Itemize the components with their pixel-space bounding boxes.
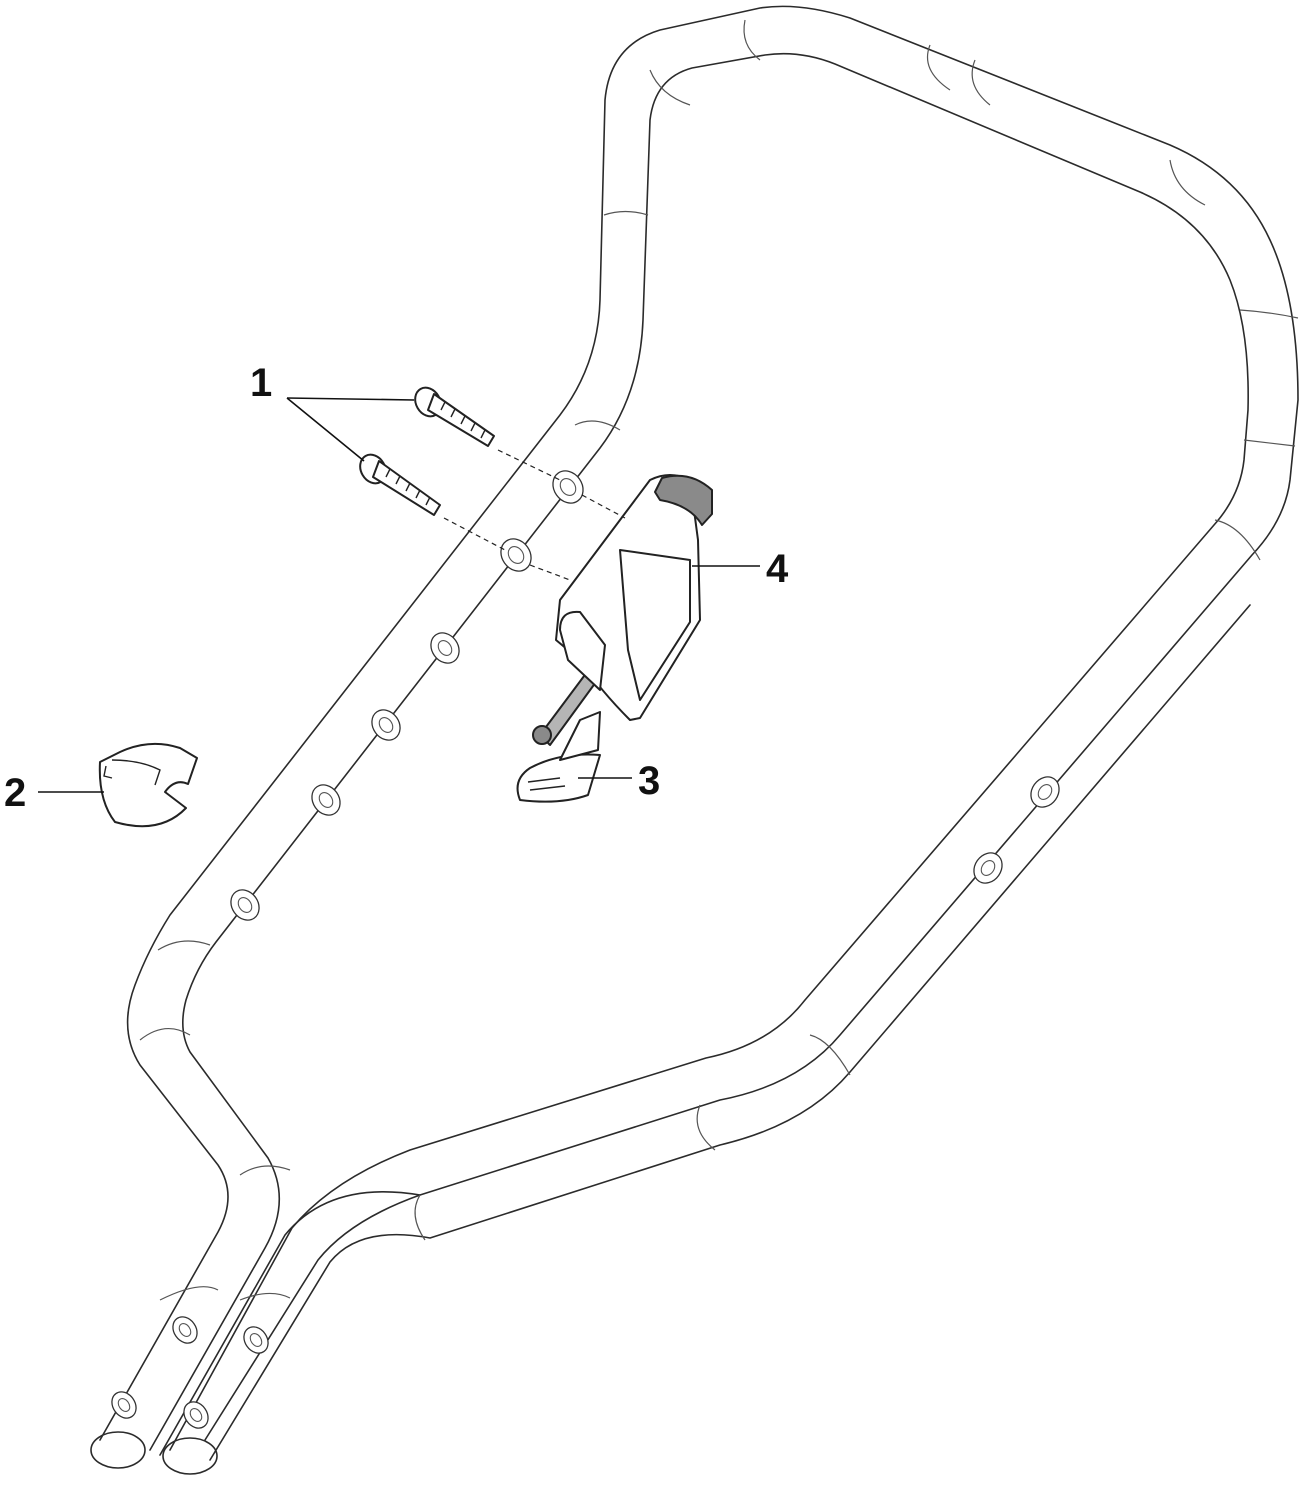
part-1-screws <box>359 386 561 551</box>
screw-lower <box>359 453 441 516</box>
hole <box>230 889 260 921</box>
hole <box>371 709 401 741</box>
hole <box>111 1391 137 1419</box>
handlebar-right-leg <box>159 1191 421 1456</box>
tube-end-left <box>90 1431 146 1469</box>
screw-upper-guide <box>497 449 561 481</box>
hole <box>1030 776 1060 808</box>
hole <box>430 632 460 664</box>
handlebar-inner-edge <box>149 52 1249 1451</box>
handlebar-outer-edge <box>99 5 1299 1441</box>
hole <box>973 852 1003 884</box>
screw-lower-guide <box>443 517 506 551</box>
mounting-holes <box>111 470 1060 1429</box>
callout-2: 2 <box>4 771 26 815</box>
handlebar-frame <box>90 5 1299 1475</box>
grip-cap <box>654 474 713 526</box>
screw-upper <box>414 386 495 447</box>
callout-1: 1 <box>250 361 272 405</box>
callout-3: 3 <box>638 759 660 803</box>
tube-seams <box>139 19 1299 1301</box>
holder-guide-lower <box>529 564 571 581</box>
hole <box>311 784 341 816</box>
leader-1-lower <box>286 397 365 462</box>
hole <box>183 1401 209 1429</box>
leader-lines <box>38 397 760 793</box>
part-2-clip <box>98 742 198 828</box>
holder-guide-upper <box>581 494 626 519</box>
handlebar-right-leg-inner <box>209 604 1251 1461</box>
hole <box>243 1326 269 1354</box>
hole <box>552 470 584 504</box>
hole <box>500 538 532 572</box>
hole <box>172 1316 198 1344</box>
leader-1-upper <box>286 397 415 401</box>
callout-4: 4 <box>766 547 789 591</box>
part-4-holder <box>529 474 713 721</box>
callouts: 1 2 3 4 <box>4 361 789 815</box>
tube-end-right <box>162 1437 218 1475</box>
